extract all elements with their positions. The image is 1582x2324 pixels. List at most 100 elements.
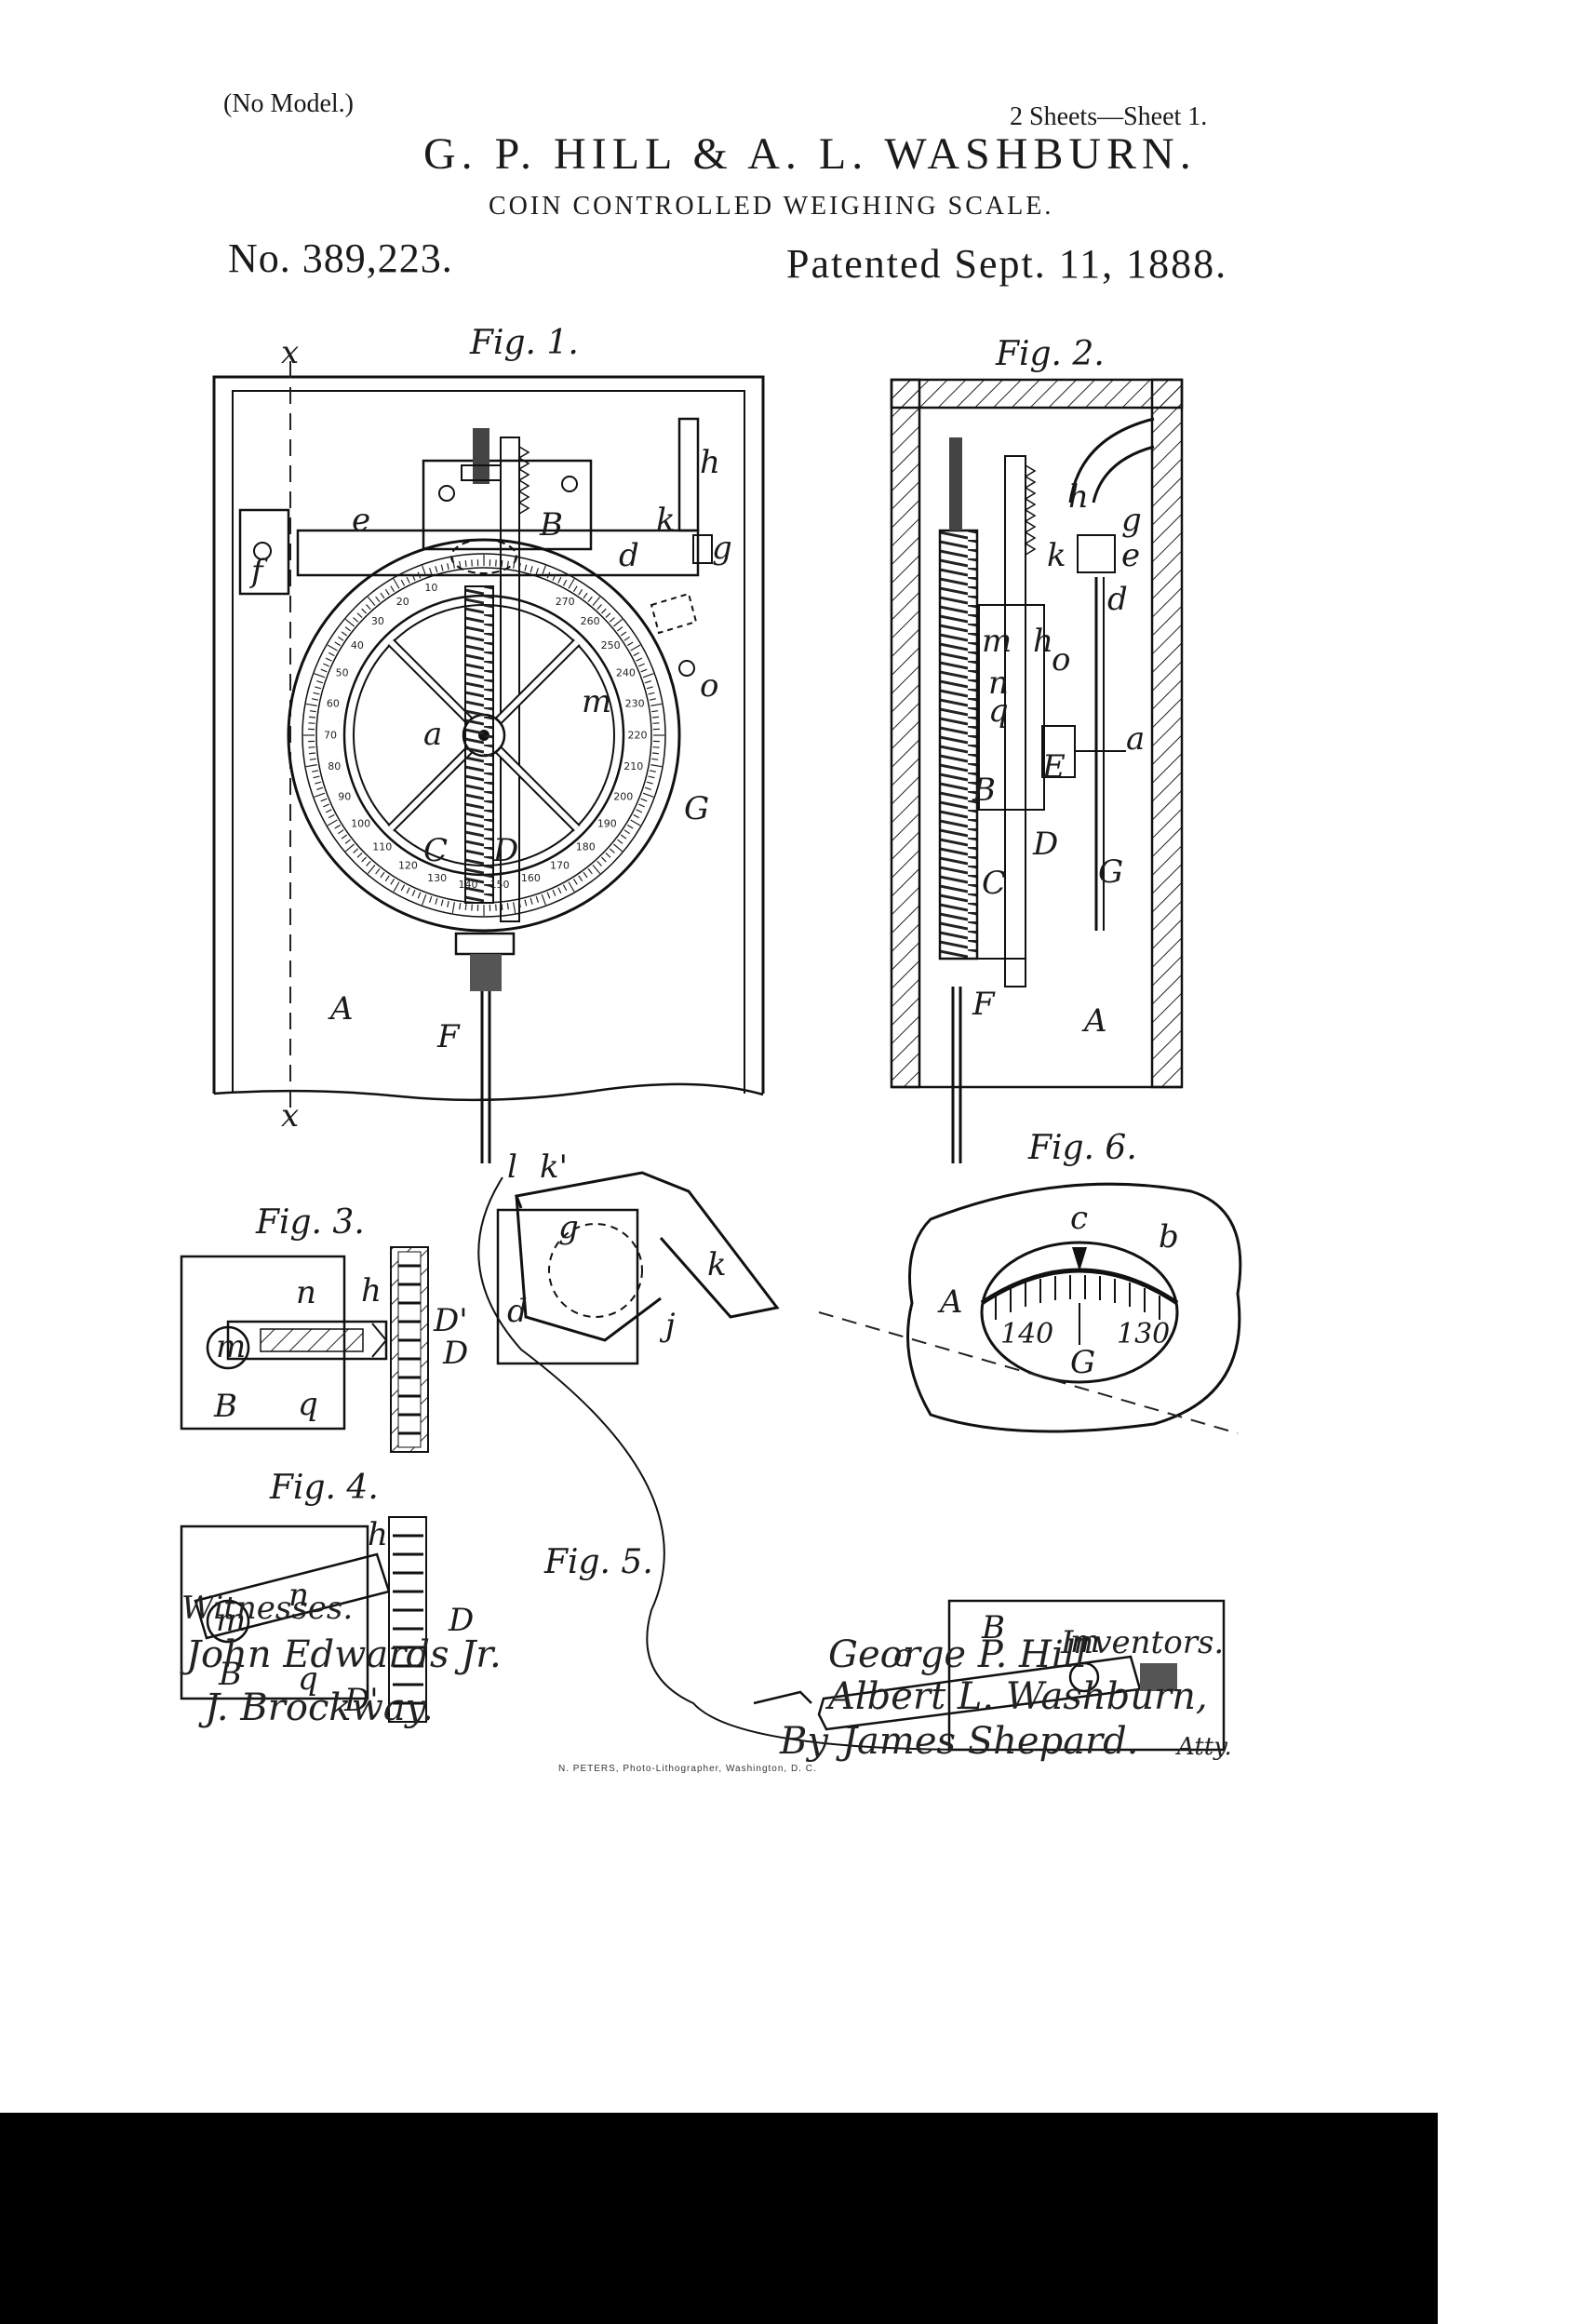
dial-tick — [524, 899, 528, 907]
dial-tick — [578, 875, 583, 882]
figure-2 — [890, 378, 1184, 1163]
attorney-signature: James Shepard. — [842, 1720, 1139, 1763]
inventors-label: Inventors. — [1061, 1624, 1225, 1661]
label-q-fig3: q — [298, 1386, 318, 1423]
dial-tick — [613, 618, 623, 627]
dial-tick — [464, 559, 467, 568]
dial-tick — [325, 809, 332, 813]
dial-tick — [650, 703, 663, 706]
dial-tick — [524, 564, 528, 571]
dial-tick — [587, 868, 593, 875]
label-k-fig2: k — [1047, 537, 1066, 574]
label-a-fig1: a — [423, 716, 442, 753]
label-G-fig2: G — [1098, 853, 1123, 891]
inventor-signature-1: George P. Hill — [828, 1633, 1088, 1676]
dial-tick-label: 30 — [371, 615, 384, 627]
caption-fig1: Fig. 1. — [469, 324, 579, 362]
figure-4 — [180, 1516, 427, 1723]
label-Dprime-fig3: D' — [433, 1302, 468, 1339]
caption-fig3: Fig. 3. — [255, 1203, 365, 1242]
caption-fig5: Fig. 5. — [543, 1543, 653, 1581]
label-m-fig2: m — [982, 623, 1012, 660]
label-D-fig1: D — [492, 832, 518, 869]
dial-tick — [316, 786, 324, 790]
scan-border-bar — [0, 2113, 1438, 2324]
dial-tick — [393, 881, 400, 893]
dial-tick — [366, 860, 371, 866]
dial-tick — [592, 865, 601, 874]
dial-tick — [592, 597, 601, 606]
label-e-fig2: e — [1121, 537, 1140, 574]
label-x-top: x — [281, 334, 299, 371]
label-d-fig1: d — [619, 537, 639, 574]
dial-tick — [644, 786, 651, 790]
dial-tick — [518, 900, 521, 907]
attorney-prefix: By — [780, 1720, 828, 1763]
dial-tick — [513, 902, 516, 914]
dial-tick — [417, 892, 422, 899]
dial-tick — [562, 579, 568, 586]
dial-tick — [435, 566, 438, 573]
dial-tick — [535, 895, 539, 903]
dial-tick-label: 230 — [625, 697, 645, 709]
dial-tick — [600, 608, 607, 614]
dial-tick — [613, 843, 623, 853]
label-k-fig5: k — [707, 1246, 727, 1283]
dial-tick-label: 80 — [328, 760, 341, 772]
dial-tick-label: 70 — [324, 729, 337, 741]
model-note: (No Model.) — [223, 89, 354, 118]
dial-tick — [627, 824, 634, 829]
label-E-fig2: E — [1041, 748, 1066, 786]
label-n-fig2: n — [988, 665, 1009, 702]
label-d-fig5: d — [507, 1293, 528, 1330]
dial-tick — [400, 579, 406, 586]
dial-tick — [367, 865, 376, 874]
dial-tick — [320, 668, 328, 673]
dial-tick — [648, 692, 655, 695]
dial-tick — [568, 881, 575, 893]
label-e-fig1: e — [352, 502, 370, 539]
dial-tick-label: 220 — [627, 729, 647, 741]
dial-tick — [406, 887, 410, 894]
dial-tick — [327, 819, 338, 826]
dial-tick — [552, 574, 556, 581]
dial-tick — [617, 626, 623, 632]
dial-tick — [328, 652, 335, 657]
dial-tick-label: 20 — [396, 596, 409, 608]
dial-tick — [609, 617, 615, 623]
dial-tick — [406, 576, 410, 584]
label-g-fig2: g — [1121, 502, 1142, 539]
dial-tick — [366, 604, 371, 611]
dial-tick — [323, 663, 329, 667]
dial-tick — [417, 571, 422, 579]
dial-tick — [546, 892, 551, 899]
dial-tick — [314, 673, 326, 678]
reference-letters: x x B e f h k g d o m a C D G A F h g e … — [213, 334, 1179, 1719]
figure-3 — [180, 1246, 429, 1453]
dial-tick — [313, 692, 320, 695]
dial-tick-label: 40 — [351, 639, 364, 652]
dial-tick — [316, 680, 324, 684]
dial-tick — [313, 775, 320, 779]
dial-tick — [557, 887, 562, 894]
dial-tick — [597, 860, 602, 866]
dial-tick-label: 260 — [581, 615, 600, 627]
dial-tick — [513, 557, 516, 569]
dial-tick — [609, 848, 615, 853]
dial-tick — [314, 792, 326, 798]
label-h-fig2: h — [1068, 478, 1089, 516]
label-n-fig4: n — [288, 1577, 309, 1614]
dial-tick — [384, 875, 390, 882]
dial-tick — [459, 560, 462, 568]
dial-tick — [623, 636, 631, 641]
label-B-fig3: B — [213, 1388, 237, 1425]
dial-tick — [308, 752, 316, 755]
dial-tick — [562, 884, 568, 892]
label-k-fig1: k — [656, 502, 676, 539]
dial-tick — [334, 641, 341, 647]
dial-tick — [356, 852, 363, 858]
label-g-fig1: g — [712, 530, 732, 567]
dial-tick — [323, 803, 329, 808]
dial-tick — [638, 663, 645, 667]
